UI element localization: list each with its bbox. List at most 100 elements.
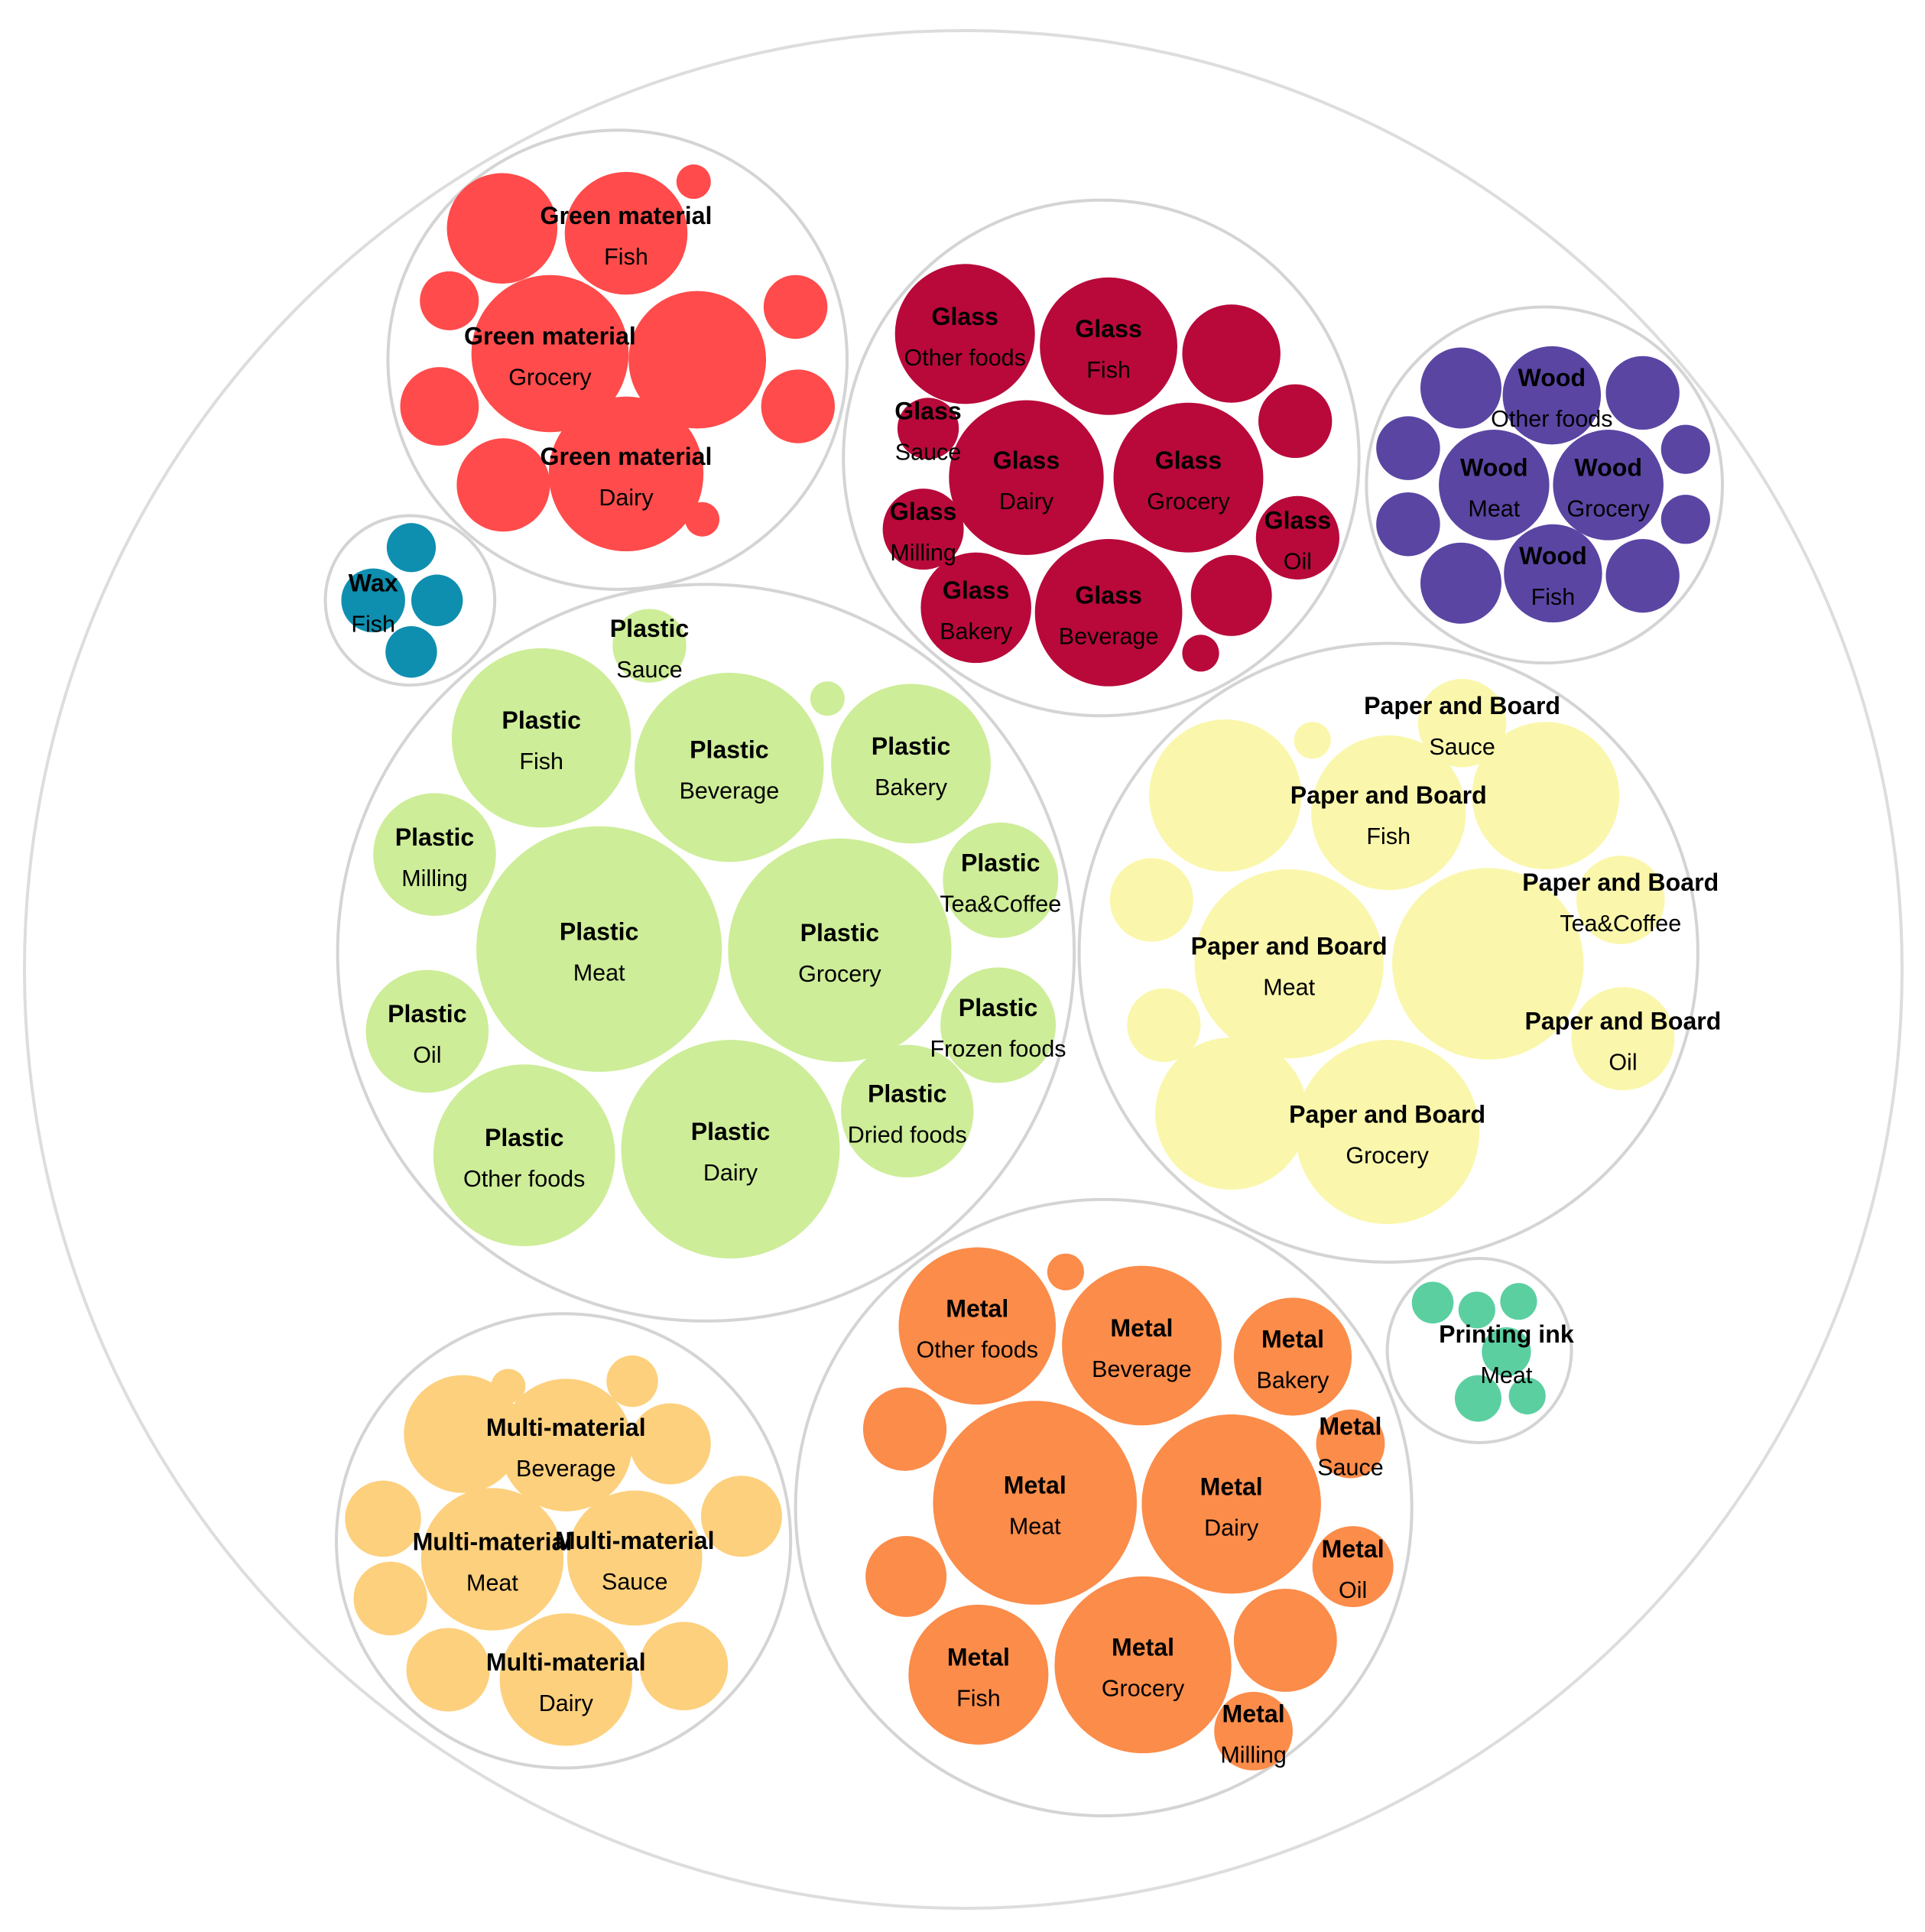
bubble-green-material-fish[interactable] (564, 171, 688, 295)
bubble-wax-unlabeled-2[interactable] (411, 574, 463, 626)
bubble-printing-ink-unlabeled-2[interactable] (1458, 1291, 1495, 1329)
bubble-paper-and-board-grocery[interactable] (1295, 1040, 1480, 1225)
bubble-paper-and-board-unlabeled-10[interactable] (1392, 868, 1584, 1060)
bubble-plastic-sauce[interactable] (612, 609, 687, 683)
bubble-green-material-unlabeled-5[interactable] (676, 164, 711, 200)
bubble-metal-unlabeled-13[interactable] (1233, 1588, 1337, 1692)
bubble-plastic-frozen-foods[interactable] (940, 967, 1057, 1083)
bubble-glass-oil[interactable] (1255, 495, 1340, 580)
bubble-metal-milling[interactable] (1214, 1691, 1293, 1771)
bubble-glass-sauce[interactable] (897, 398, 959, 459)
bubble-green-material-unlabeled-10[interactable] (456, 438, 550, 532)
bubble-plastic-other-foods[interactable] (433, 1064, 615, 1246)
bubble-glass-bakery[interactable] (920, 552, 1031, 664)
bubble-metal-grocery[interactable] (1054, 1576, 1232, 1754)
bubble-wax-unlabeled-1[interactable] (386, 523, 437, 573)
bubble-wood-unlabeled-11[interactable] (1605, 538, 1680, 613)
bubble-plastic-tea-coffee[interactable] (943, 822, 1059, 938)
bubble-multi-material-sauce[interactable] (566, 1490, 703, 1626)
bubble-wood-grocery[interactable] (1553, 430, 1664, 541)
bubble-glass-unlabeled-12[interactable] (1182, 635, 1219, 672)
bubble-paper-and-board-tea-coffee[interactable] (1576, 856, 1665, 944)
bubble-paper-and-board-unlabeled-7[interactable] (1149, 719, 1302, 872)
bubble-wax-unlabeled-3[interactable] (385, 625, 437, 678)
bubble-glass-unlabeled-11[interactable] (1190, 554, 1272, 636)
bubble-multi-material-unlabeled-12[interactable] (639, 1622, 729, 1710)
bubble-paper-and-board-unlabeled-8[interactable] (1472, 722, 1620, 869)
bubble-metal-fish[interactable] (908, 1604, 1049, 1745)
bubble-metal-dairy[interactable] (1141, 1414, 1321, 1594)
bubble-metal-unlabeled-12[interactable] (865, 1535, 947, 1617)
bubble-wood-fish[interactable] (1504, 524, 1602, 623)
bubble-wood-unlabeled-10[interactable] (1420, 542, 1501, 624)
bubble-plastic-milling[interactable] (373, 793, 496, 916)
bubble-paper-and-board-sauce[interactable] (1417, 679, 1507, 768)
bubble-glass-unlabeled-10[interactable] (1258, 384, 1333, 458)
bubble-green-material-dairy[interactable] (548, 396, 704, 552)
bubble-plastic-dairy[interactable] (621, 1040, 840, 1259)
bubble-wood-unlabeled-6[interactable] (1376, 416, 1440, 480)
bubble-wood-other-foods[interactable] (1502, 346, 1602, 445)
bubble-paper-and-board-unlabeled-11[interactable] (1127, 988, 1201, 1063)
bubble-multi-material-unlabeled-5[interactable] (629, 1403, 711, 1485)
bubble-plastic-meat[interactable] (476, 826, 722, 1072)
bubble-metal-unlabeled-11[interactable] (862, 1387, 947, 1471)
bubble-multi-material-unlabeled-8[interactable] (700, 1476, 782, 1557)
bubble-wood-unlabeled-5[interactable] (1605, 356, 1680, 430)
bubble-plastic-oil[interactable] (365, 969, 489, 1093)
bubble-multi-material-meat[interactable] (420, 1488, 564, 1631)
bubble-glass-dairy[interactable] (949, 400, 1104, 555)
bubble-plastic-unlabeled-13[interactable] (810, 681, 845, 716)
bubble-multi-material-unlabeled-6[interactable] (491, 1369, 526, 1404)
bubble-metal-other-foods[interactable] (898, 1247, 1057, 1405)
bubble-wood-unlabeled-7[interactable] (1660, 424, 1710, 474)
bubble-metal-oil[interactable] (1312, 1526, 1394, 1608)
bubble-multi-material-unlabeled-10[interactable] (353, 1561, 427, 1636)
bubble-plastic-bakery[interactable] (831, 684, 991, 844)
bubble-glass-unlabeled-9[interactable] (1182, 304, 1281, 403)
bubble-plastic-dried-foods[interactable] (841, 1044, 974, 1178)
bubble-green-material-unlabeled-7[interactable] (763, 274, 828, 339)
bubble-metal-unlabeled-10[interactable] (1047, 1253, 1084, 1291)
bubble-glass-beverage[interactable] (1034, 538, 1183, 687)
bubble-green-material-unlabeled-8[interactable] (400, 367, 479, 446)
bubble-green-material-unlabeled-3[interactable] (446, 173, 558, 284)
bubble-wood-meat[interactable] (1439, 430, 1550, 541)
bubble-paper-and-board-unlabeled-12[interactable] (1155, 1037, 1308, 1190)
bubble-glass-grocery[interactable] (1113, 402, 1264, 553)
bubble-green-material-unlabeled-9[interactable] (761, 369, 835, 443)
bubble-paper-and-board-meat[interactable] (1194, 869, 1384, 1059)
bubble-metal-meat[interactable] (933, 1401, 1138, 1605)
bubble-glass-milling[interactable] (882, 489, 964, 570)
bubble-paper-and-board-fish[interactable] (1311, 735, 1466, 891)
bubble-multi-material-beverage[interactable] (499, 1378, 633, 1512)
bubble-wood-unlabeled-4[interactable] (1420, 347, 1501, 429)
bubble-metal-sauce[interactable] (1316, 1409, 1385, 1479)
bubble-plastic-beverage[interactable] (635, 673, 824, 862)
bubble-green-material-grocery[interactable] (471, 274, 629, 433)
bubble-multi-material-unlabeled-11[interactable] (406, 1628, 490, 1712)
bubble-plastic-fish[interactable] (451, 648, 631, 828)
bubble-printing-ink-unlabeled-3[interactable] (1500, 1283, 1537, 1320)
group-bubble-wax[interactable] (323, 514, 497, 687)
bubble-paper-and-board-unlabeled-9[interactable] (1109, 858, 1193, 942)
bubble-printing-ink-unlabeled-5[interactable] (1508, 1377, 1546, 1414)
bubble-green-material-unlabeled-4[interactable] (628, 291, 767, 429)
bubble-multi-material-unlabeled-4[interactable] (404, 1375, 522, 1493)
bubble-paper-and-board-unlabeled-6[interactable] (1294, 722, 1331, 759)
bubble-plastic-grocery[interactable] (728, 838, 952, 1063)
bubble-wax-fish[interactable] (341, 568, 405, 633)
bubble-wood-unlabeled-8[interactable] (1376, 492, 1440, 557)
bubble-glass-fish[interactable] (1040, 277, 1178, 415)
bubble-wood-unlabeled-9[interactable] (1660, 495, 1710, 544)
bubble-printing-ink-unlabeled-1[interactable] (1411, 1281, 1454, 1324)
bubble-multi-material-unlabeled-9[interactable] (345, 1480, 421, 1557)
bubble-printing-ink-meat[interactable] (1482, 1326, 1531, 1377)
bubble-multi-material-unlabeled-7[interactable] (606, 1355, 658, 1408)
bubble-metal-beverage[interactable] (1062, 1265, 1222, 1426)
bubble-metal-bakery[interactable] (1233, 1297, 1352, 1416)
bubble-glass-other-foods[interactable] (894, 264, 1035, 404)
bubble-green-material-unlabeled-6[interactable] (420, 271, 479, 330)
bubble-multi-material-dairy[interactable] (499, 1613, 633, 1746)
bubble-printing-ink-unlabeled-4[interactable] (1454, 1375, 1501, 1422)
